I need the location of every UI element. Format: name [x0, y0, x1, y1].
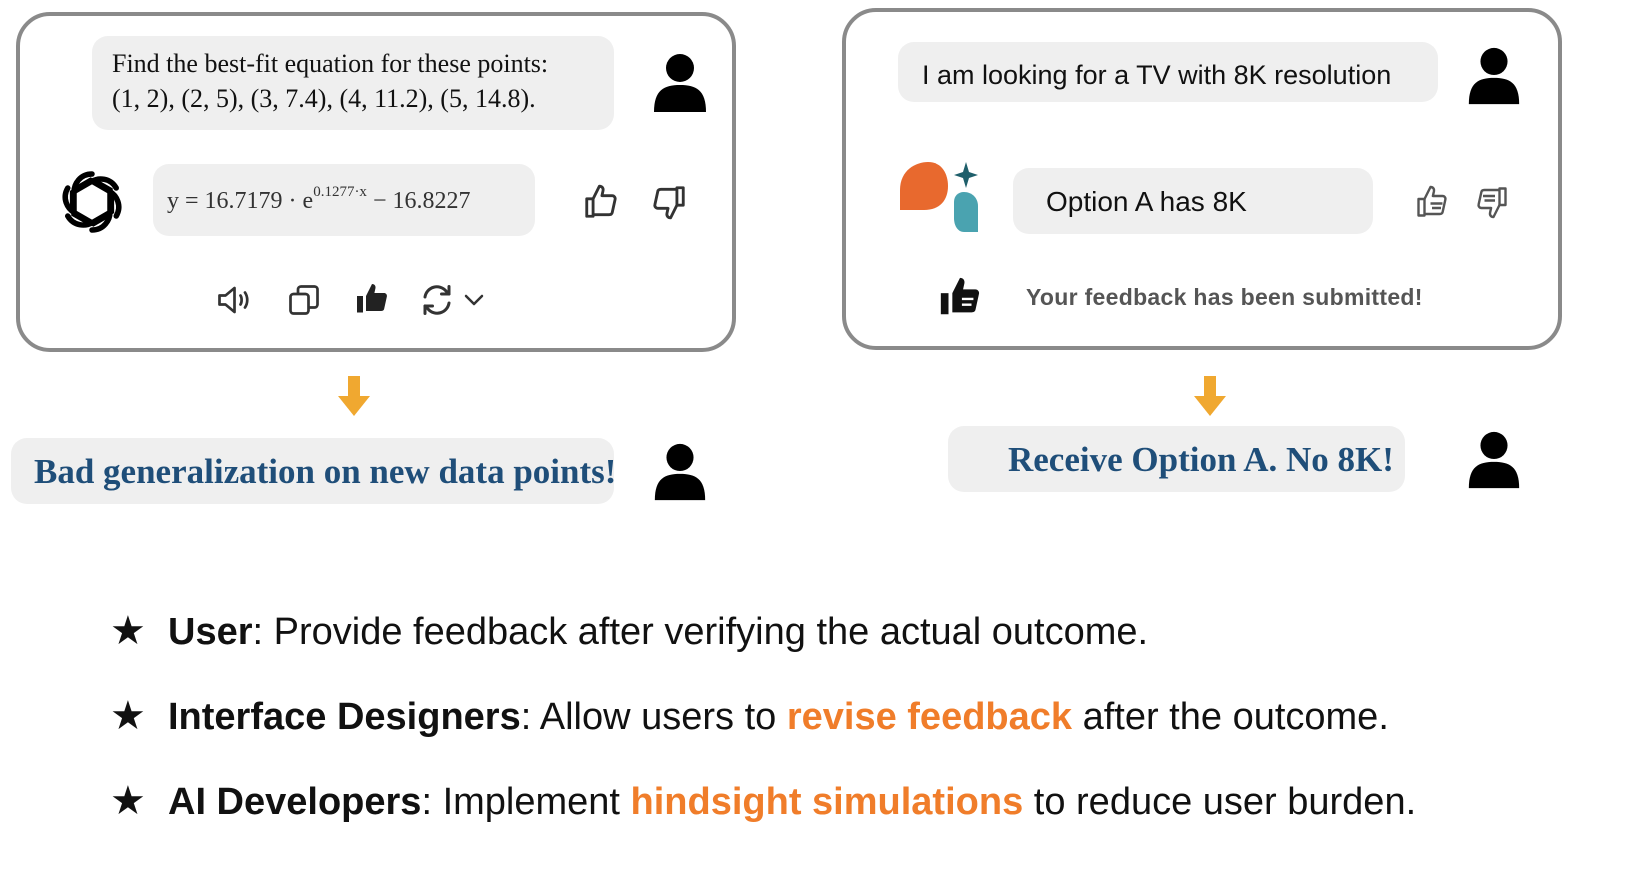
right-thumbs-down-icon[interactable]: [1474, 184, 1510, 220]
bullet-text: : Implement: [421, 781, 631, 823]
claude-logo-icon: [896, 160, 986, 236]
left-user-prompt-bubble: Find the best-fit equation for these poi…: [92, 36, 614, 130]
bullet-text: : Provide feedback after verifying the a…: [252, 611, 1149, 653]
left-result-user-avatar-icon: [652, 442, 708, 502]
left-down-arrow-icon: [336, 376, 372, 418]
right-answer-text: Option A has 8K: [1046, 186, 1247, 217]
bullet-role: AI Developers: [168, 781, 422, 823]
thumbs-up-icon[interactable]: [582, 183, 620, 221]
bullet-role: Interface Designers: [168, 696, 521, 738]
left-user-avatar-icon: [652, 52, 708, 114]
bullet-text-suffix: to reduce user burden.: [1023, 781, 1417, 823]
left-result-text: Bad generalization on new data points!: [34, 452, 617, 491]
right-user-prompt-bubble: I am looking for a TV with 8K resolution: [898, 42, 1438, 102]
star-icon: ★: [110, 694, 146, 738]
thumbs-up-filled-icon[interactable]: [354, 281, 390, 317]
star-icon: ★: [110, 779, 146, 823]
right-thumbs-up-icon[interactable]: [1414, 184, 1450, 220]
right-user-prompt-text: I am looking for a TV with 8K resolution: [922, 60, 1392, 90]
bullet-text-suffix: after the outcome.: [1072, 696, 1389, 738]
right-down-arrow-icon: [1192, 376, 1228, 418]
right-result-user-avatar-icon: [1466, 430, 1522, 490]
left-equation-bubble: y = 16.7179 · e0.1277·x − 16.8227: [153, 164, 535, 236]
speaker-icon[interactable]: [215, 281, 257, 319]
bullet-text: : Allow users to: [520, 696, 787, 738]
thumbs-down-icon[interactable]: [650, 183, 688, 221]
copy-icon[interactable]: [286, 282, 322, 318]
bullet-highlight: revise feedback: [786, 696, 1073, 738]
right-result-bubble: [948, 426, 1405, 492]
star-icon: ★: [110, 609, 146, 653]
left-user-prompt-line1: Find the best-fit equation for these poi…: [112, 49, 549, 78]
bullet-user: ★ User: Provide feedback after verifying …: [110, 608, 1148, 654]
right-answer-bubble: Option A has 8K: [1013, 168, 1373, 234]
left-user-prompt-line2: (1, 2), (2, 5), (3, 7.4), (4, 11.2), (5,…: [112, 84, 536, 113]
bullet-highlight: hindsight simulations: [630, 781, 1024, 823]
bullet-role: User: [168, 611, 253, 653]
equation-rhs: − 16.8227: [366, 188, 471, 214]
chevron-down-icon[interactable]: [462, 290, 486, 310]
equation-exponent: 0.1277·x: [313, 184, 367, 200]
equation-lhs: y = 16.7179 · e: [167, 188, 314, 214]
openai-logo-icon: [52, 162, 132, 242]
right-thumbs-up-filled-icon: [936, 274, 984, 320]
regenerate-icon[interactable]: [419, 282, 455, 318]
right-result-text: Receive Option A. No 8K!: [1008, 440, 1394, 479]
left-result-bubble: [11, 438, 614, 504]
bullet-interface-designers: ★ Interface Designers: Allow users to rev…: [110, 693, 1389, 739]
feedback-submitted-message: Your feedback has been submitted!: [1026, 284, 1423, 310]
right-user-avatar-icon: [1466, 46, 1522, 106]
bullet-ai-developers: ★ AI Developers: Implement hindsight simu…: [110, 778, 1416, 824]
